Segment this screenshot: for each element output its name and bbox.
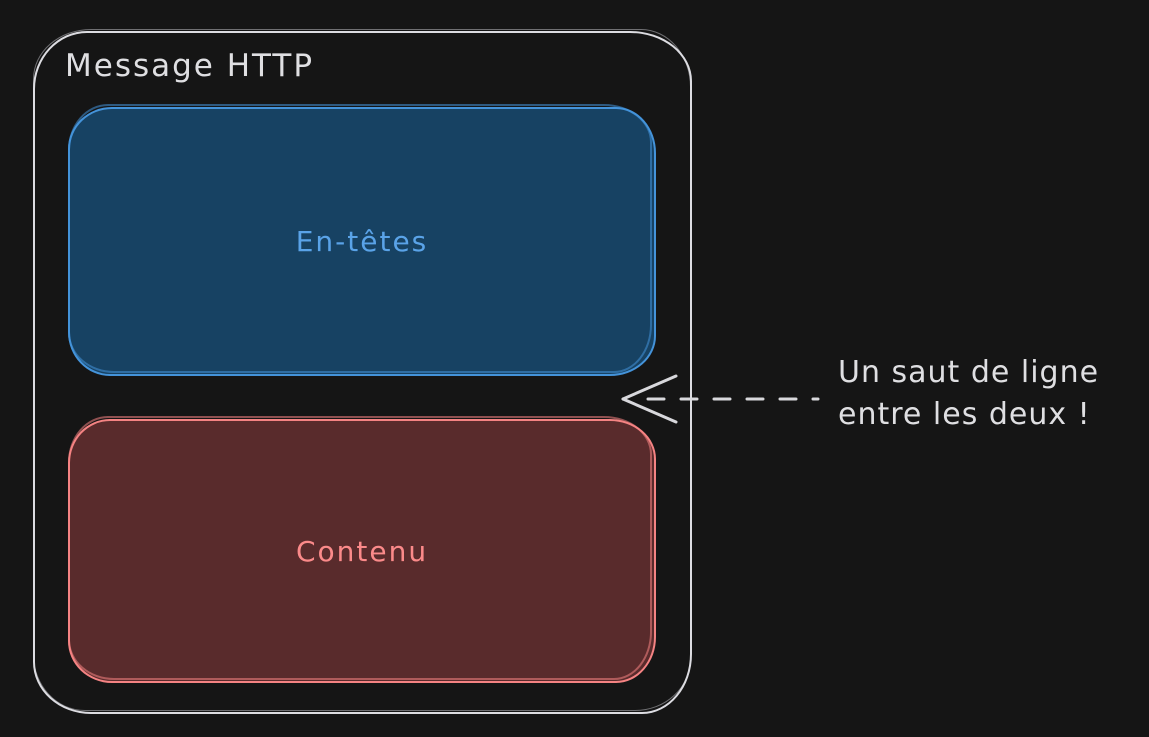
dashed-left-arrow-icon — [621, 374, 820, 424]
annotation-text: Un saut de ligne entre les deux ! — [838, 352, 1099, 436]
annotation-line-2: entre les deux ! — [838, 397, 1091, 432]
headers-box: En-têtes — [68, 104, 656, 376]
content-box-label: Contenu — [295, 534, 429, 568]
content-box: Contenu — [68, 416, 656, 683]
headers-box-label: En-têtes — [295, 225, 429, 258]
annotation-line-1: Un saut de ligne — [838, 355, 1100, 390]
diagram-title: Message HTTP — [65, 48, 315, 84]
